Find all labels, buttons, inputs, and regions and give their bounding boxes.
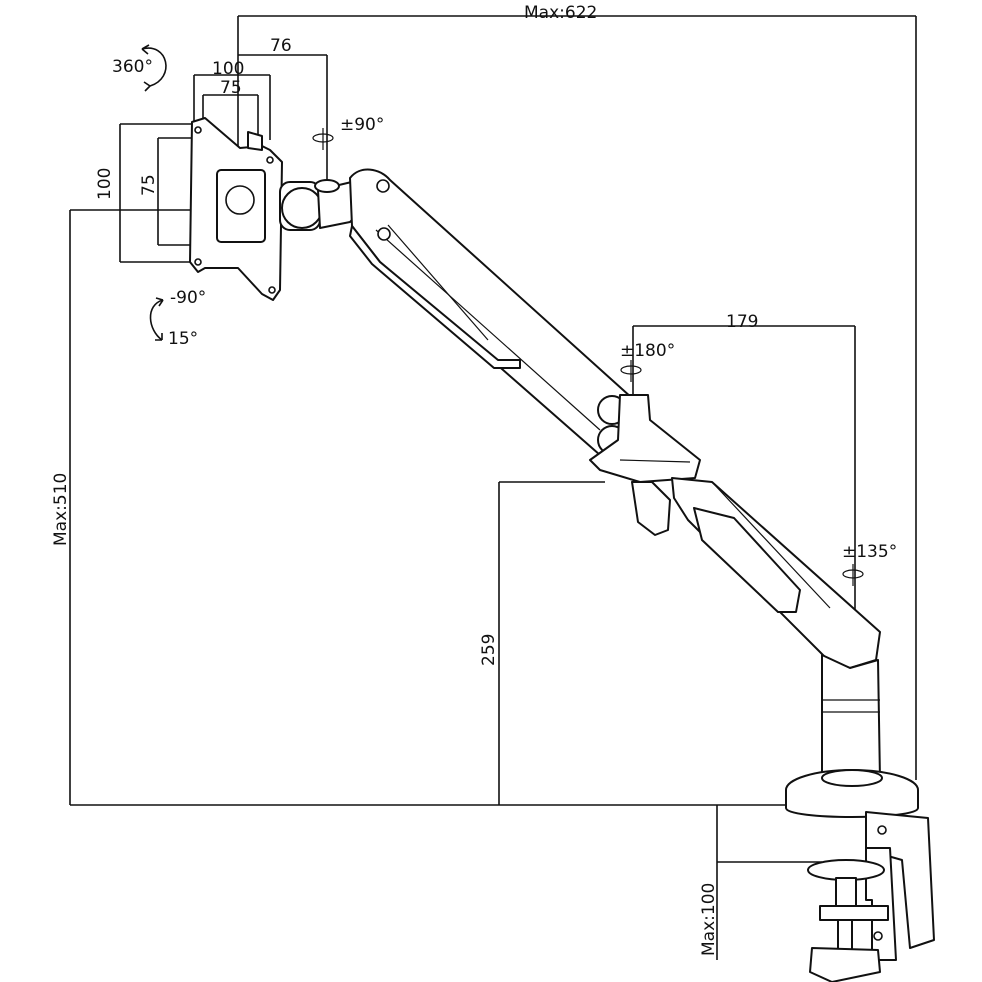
vesa-width-75-label: 75 — [220, 78, 242, 98]
pole-and-base — [785, 654, 919, 818]
offset-76-label: 76 — [270, 36, 292, 56]
tilt-knuckle — [281, 187, 323, 229]
rotate-360-arrowhead-bottom — [143, 81, 151, 92]
upper-arm-slot — [387, 224, 489, 341]
reach-179-label: 179 — [726, 312, 758, 332]
elbow-joint — [589, 394, 701, 536]
clamp-handle — [809, 947, 881, 982]
vesa-height-75-label: 75 — [139, 174, 159, 196]
clamp-bar — [819, 905, 889, 921]
clamp-max-label: Max:100 — [699, 883, 719, 956]
upper-arm — [349, 168, 637, 456]
lower-arm — [671, 477, 881, 669]
elbow-housing — [589, 394, 701, 483]
tilt-arrow — [149, 299, 164, 341]
clamp-screw — [837, 919, 853, 951]
swivel-90-label: ±90° — [340, 115, 384, 135]
upper-arm-body — [349, 168, 637, 456]
lower-arm-slot — [693, 507, 801, 613]
vesa-height-100-label: 100 — [95, 168, 115, 200]
pole-upper — [821, 654, 881, 781]
tilt-arrowhead-bottom — [155, 333, 163, 341]
vesa-release-tab — [247, 131, 263, 151]
max-height-label: Max:510 — [51, 473, 71, 546]
pole-collar — [821, 769, 883, 787]
dimension-lines — [69, 15, 917, 960]
upper-arm-edge — [375, 229, 601, 431]
vesa-hole-1 — [194, 126, 202, 134]
clamp-bolt-2 — [873, 931, 883, 941]
tilt-pivot-top — [314, 179, 340, 193]
tilt-minus-90-label: -90° — [170, 288, 206, 308]
rotate-360-arrowhead-top — [141, 44, 150, 55]
lower-arm-edge — [711, 481, 831, 609]
tilt-arrowhead-top — [155, 297, 164, 307]
vesa-hole-3 — [194, 258, 202, 266]
elbow-seam — [619, 459, 691, 463]
swivel-135-label: ±135° — [842, 542, 897, 562]
upper-arm-pivot — [376, 179, 390, 193]
swivel-180-label: ±180° — [620, 341, 675, 361]
base-disc-side — [785, 790, 919, 818]
rotate-360-label: 360° — [112, 57, 153, 77]
desk-clamp — [807, 811, 935, 982]
rotate-360-arrow — [141, 47, 167, 87]
vesa-hole-2 — [266, 156, 274, 164]
elbow-hook — [631, 481, 671, 536]
clamp-bolt-1 — [877, 825, 887, 835]
upper-arm-pivot-2 — [377, 227, 391, 241]
vesa-hole-4 — [268, 286, 276, 294]
vesa-width-100-label: 100 — [212, 59, 244, 79]
rotation-arrows — [141, 44, 864, 586]
tilt-15-label: 15° — [168, 329, 198, 349]
upper-arm-lower-rail — [349, 225, 521, 369]
labels: Max:622 76 100 75 100 75 Max:510 259 179… — [51, 3, 897, 956]
height-259-label: 259 — [479, 634, 499, 666]
vesa-plate — [189, 117, 283, 301]
vesa-plate-hub — [225, 185, 255, 215]
max-width-label: Max:622 — [524, 3, 597, 23]
